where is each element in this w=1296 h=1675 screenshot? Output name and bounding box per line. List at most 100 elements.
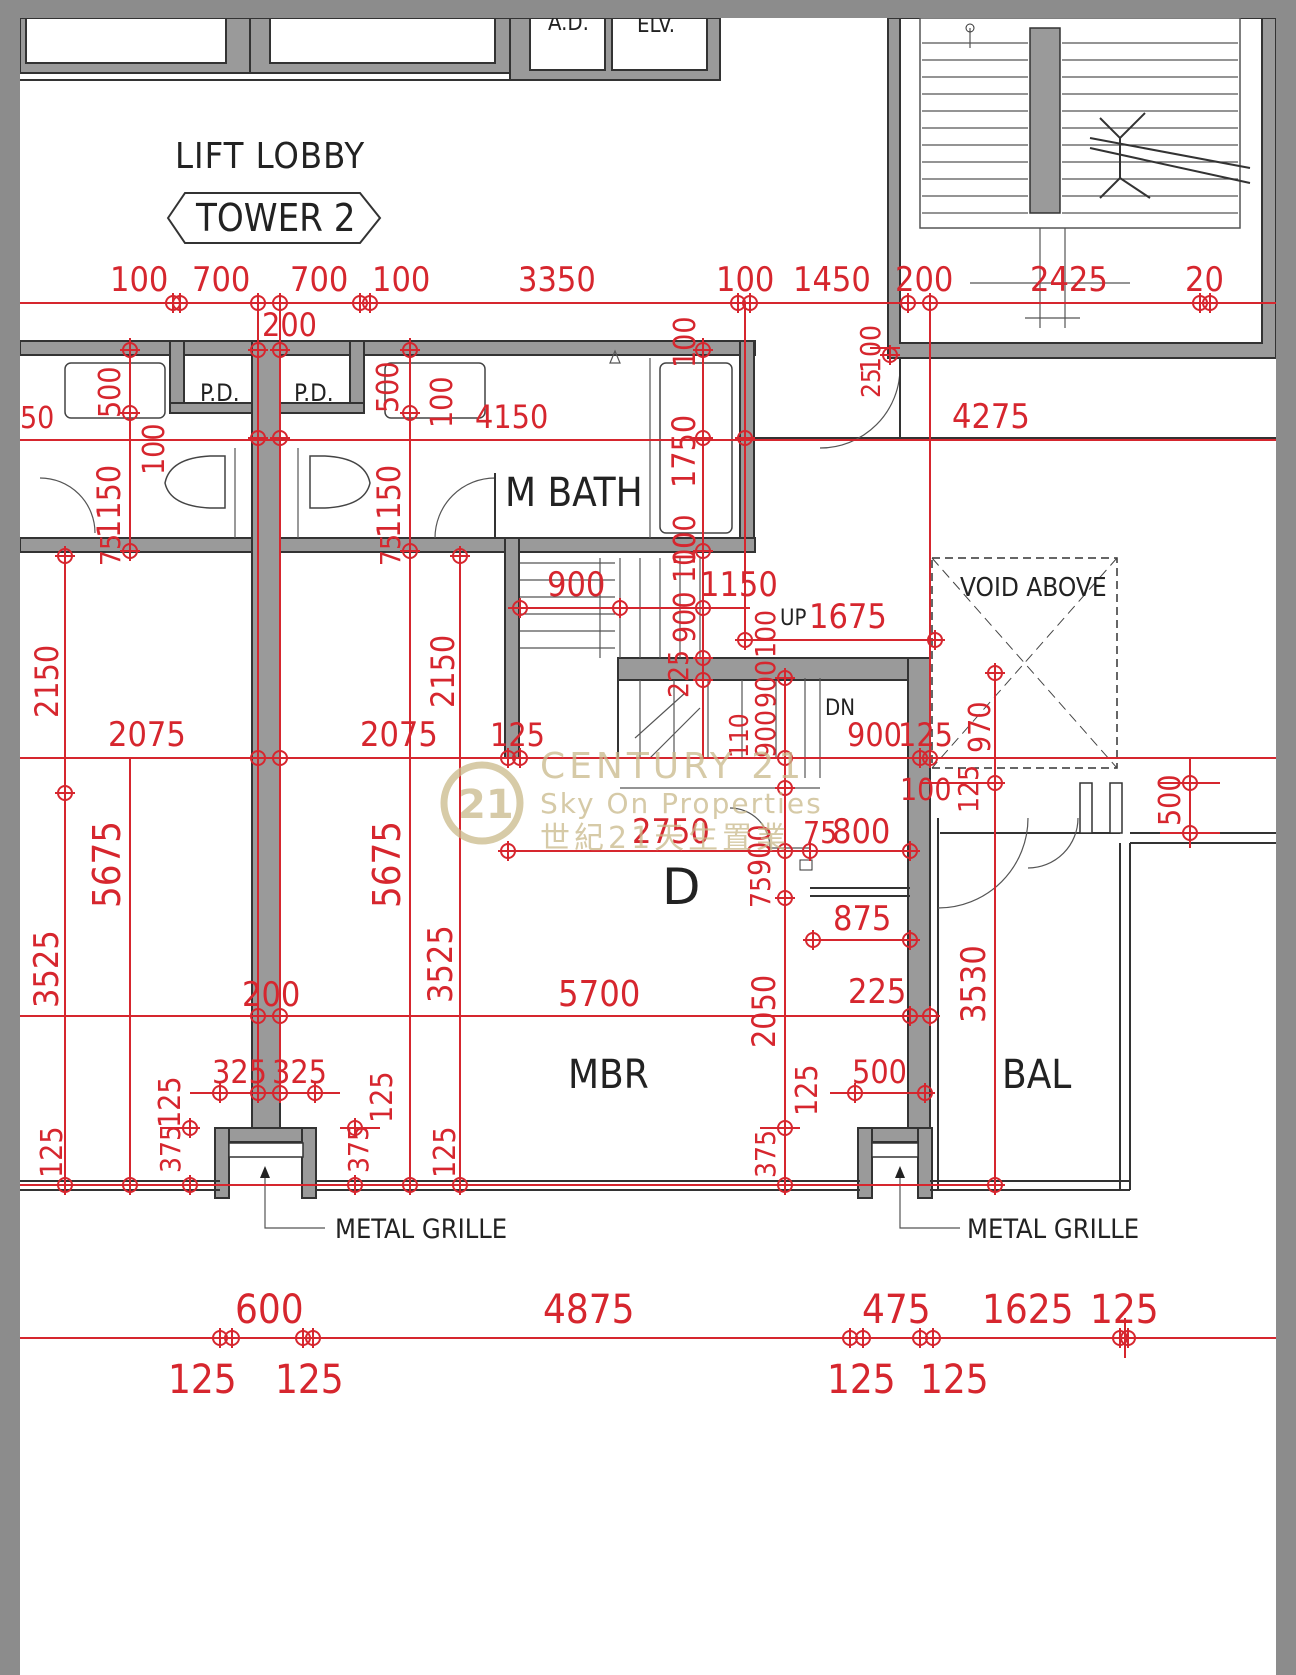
dim-top-4: 3350: [518, 260, 596, 300]
watermark-sub: Sky On Properties: [540, 787, 823, 820]
dimension-nodes: [55, 293, 1220, 1348]
dim-125e: 125: [365, 1071, 400, 1123]
elv-label: ELV.: [637, 18, 675, 38]
pd-label-2: P.D.: [294, 379, 334, 407]
dim-75a: 75: [94, 534, 127, 566]
dim-2150b: 2150: [424, 635, 462, 708]
dim-500d: 500: [852, 1053, 907, 1091]
dim-2750: 2750: [632, 812, 710, 852]
grille-arrow-1: [260, 1166, 270, 1178]
dim-top-6: 1450: [793, 260, 871, 300]
dim-50: 50: [20, 401, 54, 436]
ad-label: A.D.: [548, 18, 589, 36]
grille-leader-2: [899, 1168, 960, 1229]
dim-125h: 125: [428, 1126, 463, 1178]
floor-plan-drawing: A.D. ELV. LIFT LOBBY TOWER 2: [20, 18, 1276, 1403]
internal-staircase: [520, 558, 821, 789]
dim-3525b: 3525: [421, 925, 461, 1003]
dim-top-1: 700: [192, 260, 250, 300]
dim-100f: 100: [668, 531, 703, 583]
dim-900e: 900: [847, 716, 902, 754]
dim-top-5: 100: [716, 260, 774, 300]
dim-bottom-bot-1: 125: [275, 1357, 344, 1403]
dim-75c: 75: [803, 816, 837, 851]
dim-75d: 75: [744, 876, 777, 908]
grille-leader-1: [264, 1168, 325, 1229]
void-above-label: VOID ABOVE: [960, 573, 1107, 603]
metal-grille-label-2: METAL GRILLE: [967, 1214, 1139, 1245]
dim-top-8: 2425: [1030, 260, 1108, 300]
dim-500b: 500: [371, 361, 406, 413]
dim-800: 800: [832, 812, 890, 852]
void-above: [931, 557, 1118, 769]
dim-top-3: 100: [372, 260, 430, 300]
dim-125f: 125: [790, 1064, 825, 1116]
dim-100h: 100: [900, 773, 952, 808]
dim-bottom-top-4: 125: [1090, 1287, 1159, 1333]
dim-5700: 5700: [558, 974, 640, 1015]
dim-900c: 900: [749, 660, 782, 708]
metal-grille-label-1: METAL GRILLE: [335, 1214, 507, 1245]
mbr-label: MBR: [568, 1052, 649, 1098]
dim-bottom-top-0: 600: [235, 1287, 304, 1333]
dim-75b: 75: [374, 534, 407, 566]
dim-4275: 4275: [952, 397, 1030, 437]
bathroom-fixtures: [64, 349, 733, 538]
dim-bottom-bot-2: 125: [827, 1357, 896, 1403]
dimension-text: 100 700 700 100 3350 100 1450 200 2425 2…: [20, 260, 1224, 1403]
dim-100e: 100: [854, 325, 887, 373]
dim-500a: 500: [93, 366, 128, 418]
lift-lobby-label: LIFT LOBBY: [175, 136, 365, 177]
dim-bottom-top-3: 1625: [982, 1287, 1074, 1333]
dim-top-9: 20: [1185, 260, 1224, 300]
dim-900d: 900: [749, 710, 782, 758]
dim-125a: 125: [490, 716, 545, 754]
dim-5675b: 5675: [365, 821, 409, 908]
dim-2150a: 2150: [28, 645, 66, 718]
dim-970: 970: [963, 701, 998, 753]
floor-plan-sheet: A.D. ELV. LIFT LOBBY TOWER 2: [20, 18, 1276, 1675]
watermark-brand: CENTURY 21: [540, 746, 805, 787]
dim-bottom-bot-3: 125: [920, 1357, 989, 1403]
watermark-chinese: 世紀21天生置業: [540, 821, 790, 856]
dim-900f: 900: [743, 824, 778, 876]
unit-label: D: [662, 858, 701, 916]
dim-900a: 900: [547, 565, 605, 605]
dim-2075b: 2075: [360, 715, 438, 755]
dim-1675: 1675: [809, 597, 887, 637]
dim-500c: 500: [1153, 774, 1188, 826]
dim-375b: 375: [342, 1125, 375, 1173]
dim-375a: 375: [154, 1125, 187, 1173]
dim-125g: 125: [35, 1126, 70, 1178]
lift-shaft-area: [20, 18, 721, 81]
walls: [20, 340, 1276, 1199]
bal-label: BAL: [1002, 1052, 1071, 1098]
dim-top-2: 700: [290, 260, 348, 300]
dim-bottom-top-1: 4875: [543, 1287, 635, 1333]
pd-label-1: P.D.: [200, 379, 240, 407]
dim-225a: 225: [662, 650, 695, 698]
dim-3525a: 3525: [27, 930, 67, 1008]
dim-100g: 100: [749, 610, 782, 658]
dim-top-7: 200: [895, 260, 953, 300]
dim-200b: 200: [242, 975, 300, 1015]
dim-325a: 325: [212, 1053, 267, 1091]
dim-1150b: 1150: [370, 465, 408, 538]
dim-2050: 2050: [745, 975, 783, 1048]
tower-tag-shape: [166, 192, 382, 244]
dim-100a: 100: [137, 423, 172, 475]
dim-2075a: 2075: [108, 715, 186, 755]
top-staircase: [887, 18, 1276, 359]
watermark: 21 CENTURY 21 Sky On Properties 世紀21天生置業: [440, 746, 823, 856]
dim-top-0: 100: [110, 260, 168, 300]
dim-bottom-bot-0: 125: [168, 1357, 237, 1403]
dn-label: DN: [825, 696, 855, 721]
dim-125c: 125: [952, 765, 985, 813]
dim-110: 110: [725, 713, 755, 758]
dim-25: 25: [857, 368, 887, 398]
dim-4150: 4150: [475, 398, 548, 436]
watermark-logo-text: 21: [458, 782, 514, 828]
dim-3530: 3530: [954, 945, 994, 1023]
dim-top-200: 200: [262, 306, 317, 344]
dim-bottom-top-2: 475: [862, 1287, 931, 1333]
